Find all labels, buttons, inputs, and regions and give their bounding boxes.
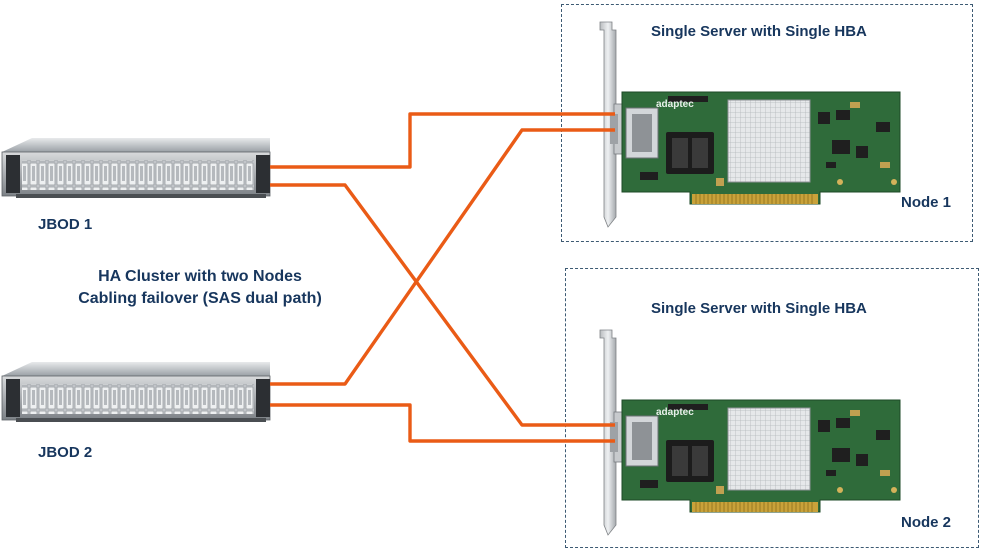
cable-jbod2-node1 (270, 128, 615, 386)
node-2-label: Node 2 (901, 514, 952, 531)
caption-line-1: HA Cluster with two Nodes (98, 268, 302, 285)
node-2-hba-brand: adaptec (656, 407, 694, 418)
node-2-hba-card (599, 329, 901, 536)
diagram-caption: HA Cluster with two Nodes Cabling failov… (30, 266, 370, 310)
node-1-label: Node 1 (901, 194, 952, 211)
node-1-hba-card (599, 21, 901, 228)
cable-jbod1-node2 (270, 183, 615, 427)
jbod-1-label: JBOD 1 (38, 216, 93, 233)
node-2-frame (565, 268, 979, 548)
jbod-1-chassis (1, 137, 271, 199)
sas-cables (270, 112, 615, 443)
node-1-title: Single Server with Single HBA (651, 23, 867, 40)
cable-jbod2-node2 (270, 403, 615, 443)
node-2-title: Single Server with Single HBA (651, 300, 867, 317)
jbod-2-chassis (1, 361, 271, 423)
jbod-2-label: JBOD 2 (38, 444, 93, 461)
caption-line-2: Cabling failover (SAS dual path) (78, 290, 322, 307)
node-1-hba-brand: adaptec (656, 99, 694, 110)
node-1-frame (561, 4, 973, 242)
cable-jbod1-node1 (270, 112, 615, 169)
